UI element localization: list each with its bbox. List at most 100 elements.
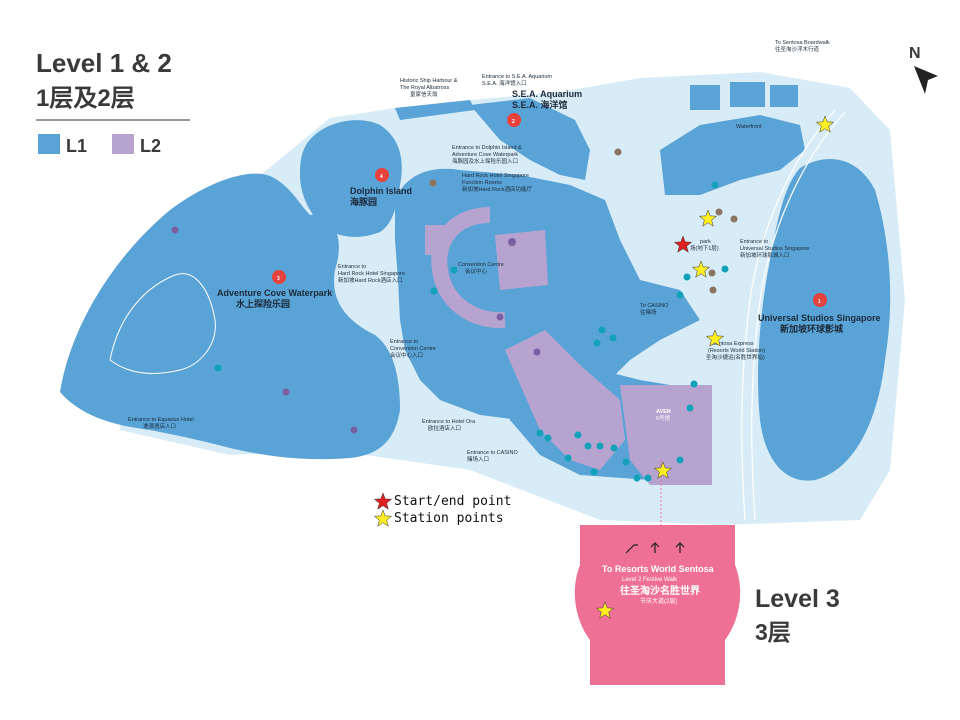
hardrock-rooms-en1: Hard Rock Hotel Singapore [462,173,529,179]
dolphin-label-cn: 海豚园 [350,196,377,207]
convention-cn: 会议中心 [465,267,488,275]
convention-en: Convention Centre [458,262,504,268]
level3-area [574,525,741,685]
waterfront-buildings [660,115,805,195]
hardrock-entrance-en1: Entrance to [338,264,366,270]
uss-entrance-en1: Entrance to [740,239,768,245]
hardrock-entrance-cn: 新加坡Hard Rock酒店入口 [338,276,402,284]
badge-2 [507,113,521,127]
uss-entrance-cn: 新加坡环球影城入口 [740,251,790,259]
express-en1: Sentosa Express [712,341,754,347]
convention-entrance-en2: Convention Centre [390,346,436,352]
legend-l2-swatch [112,134,134,154]
dolphin-entrance-en1: Entrance to Dolphin Island & [452,145,522,151]
casino-cn: 赌场入口 [467,455,489,463]
aquarium-label-cn: S.E.A. 海洋馆 [512,99,568,110]
equarius-cn: 逸濠酒店入口 [143,422,176,430]
harbour-en2: The Royal Albatross [400,85,449,91]
boardwalk-cn: 往圣淘沙浮木行道 [775,45,820,53]
building [730,82,765,107]
badge-4 [375,168,389,182]
facility-badges [214,181,729,482]
level3-cn: 3层 [755,619,791,645]
arrow-up-icon [650,542,660,553]
dolphin-label-en: Dolphin Island [350,186,412,196]
l2-walkway [505,330,625,470]
rws-cn2: 节庆大道(2层) [640,597,677,605]
road [741,109,836,521]
rws-sub: Level 2 Festive Walk [622,577,678,583]
rws-cn: 往圣淘沙名胜世界 [620,584,700,597]
building [690,85,720,110]
start-end-marker [673,235,693,253]
hardrock-rooms-en2: Function Rooms [462,180,502,186]
aquarium-entrance-en: Entrance to S.E.A. Aquarium [482,74,552,80]
aquarium-building [470,98,590,180]
universal-studios-area [758,159,891,481]
escalator-icon [625,544,638,554]
level3-en: Level 3 [755,585,840,613]
harbour-pier [395,100,475,120]
express-cn: 圣淘沙捷运(名胜世界站) [706,353,765,361]
legend-start-label: Start/end point [394,494,511,509]
waterfront-label: Waterfront [736,124,762,130]
north-arrow-icon [914,66,938,94]
to-casino-cn: 往赌场 [640,308,657,316]
legend-l2-label: L2 [140,136,161,156]
title-en: Level 1 & 2 [36,48,172,78]
adventure-label-cn: 水上探险乐园 [236,298,290,309]
badge-2-num: 2 [512,119,515,125]
uss-label-en: Universal Studios Singapore [758,313,881,323]
legend-red-star-icon [373,492,393,510]
ora-en: Entrance to Hotel Ora [422,419,476,425]
dolphin-entrance-cn: 海豚园及水上探险乐园入口 [452,157,518,165]
dolphin-island-area [300,120,402,237]
aver-cn: 6号馆 [656,414,671,422]
badge-3-num: 3 [277,276,280,282]
hardrock-rooms-cn: 新加坡Hard Rock酒店功能厅 [462,185,532,193]
aquarium-entrance-cn: S.E.A. 海洋馆入口 [482,79,527,87]
harbour-cn: 皇家信天翁 [410,90,438,98]
convention-entrance-cn: 会议中心入口 [390,351,423,359]
uss-entrance-en2: Universal Studios Singapore [740,246,809,252]
l2-patch [425,225,447,255]
harbour-en1: Historic Ship Harbour & [400,78,458,84]
station-markers [595,115,835,619]
purple-badges [171,226,541,434]
arrow-up-icon [675,542,685,553]
carpark-en: park [700,239,711,245]
badge-3 [272,270,286,284]
carpark-cn: 场(地下1层) [690,244,719,252]
dolphin-entrance-en2: Adventure Cove Waterpark [452,152,518,158]
convention-centre [495,230,548,290]
central-area [395,168,700,420]
badge-1 [813,293,827,307]
legend-yellow-star-icon [373,509,393,527]
building [770,85,798,107]
hardrock-entrance-en2: Hard Rock Hotel Singapore [338,271,405,277]
title-cn: 1层及2层 [36,85,135,112]
boardwalk-en: To Sentosa Boardwalk [775,40,830,46]
convention-ring [431,207,506,329]
convention-entrance-en1: Entrance to [390,339,418,345]
legend-station-label: Station points [394,511,504,526]
brown-badges [429,148,738,294]
express-en2: (Resorts World Station) [708,348,765,354]
to-casino-en: To CASINO [640,303,669,309]
north-label: N [909,45,921,62]
badge-1-num: 1 [818,299,821,305]
adventure-cove-area [60,173,400,460]
ora-cn: 欧拉酒店入口 [428,424,461,432]
badge-4-num: 4 [380,174,383,180]
aver-en: AVER [656,409,671,415]
legend-l1-label: L1 [66,136,87,156]
rws-en: To Resorts World Sentosa [602,564,715,574]
aquarium-label-en: S.E.A. Aquarium [512,89,582,99]
casino-en: Entrance to CASINO [467,450,518,456]
legend-l1-swatch [38,134,60,154]
lagoon-outline [109,273,216,374]
uss-label-cn: 新加坡环球影城 [780,323,843,334]
road [751,111,846,521]
equarius-en: Entrance to Equarius Hotel [128,417,194,423]
